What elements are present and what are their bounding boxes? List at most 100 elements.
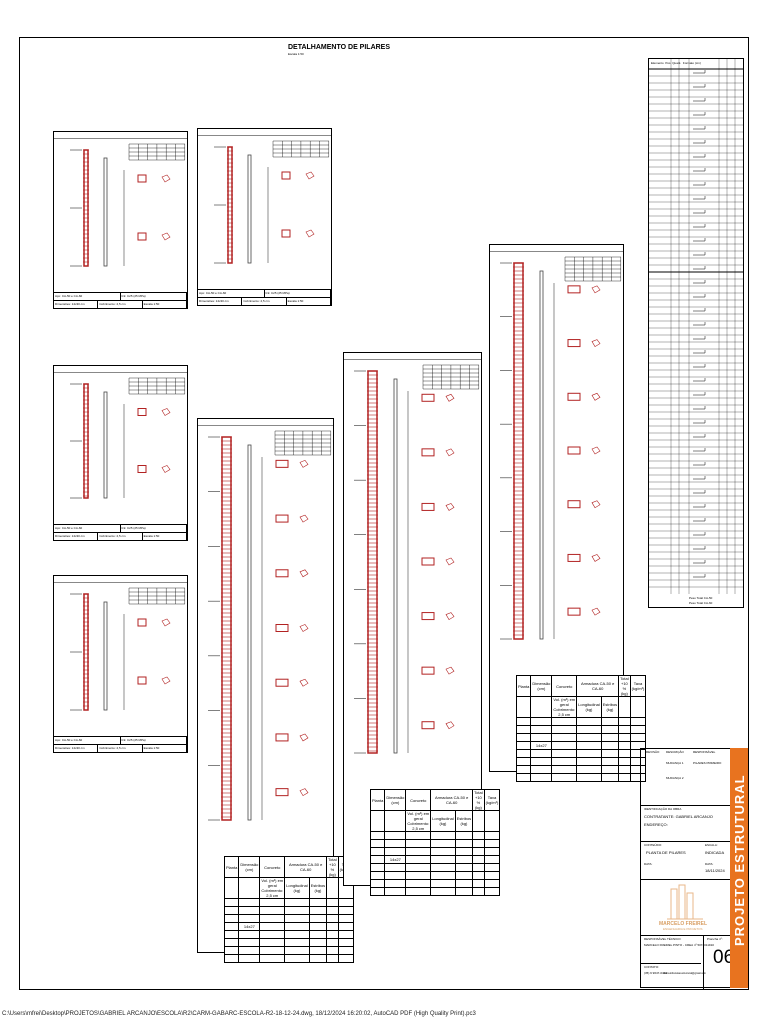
quantity-cell — [259, 954, 286, 963]
file-path-footer: C:\Users\mfrei\Desktop\PROJETOS\GABRIEL … — [2, 1011, 476, 1017]
cross-section — [275, 624, 289, 632]
quantity-subheader: Longitudinal (kg) — [576, 696, 602, 718]
column-elevation-drawing — [214, 140, 330, 264]
cross-section — [281, 229, 291, 238]
bar-shape-sketch — [693, 476, 706, 480]
quantity-cell — [483, 855, 501, 864]
quantity-cell — [618, 717, 631, 726]
cross-section — [275, 459, 289, 468]
quantity-cell — [308, 914, 328, 923]
stirrup-shape — [591, 500, 601, 509]
column-elevation-drawing — [500, 256, 622, 640]
quantity-cell — [430, 847, 456, 856]
quantity-cell — [326, 898, 339, 907]
stirrup-shape — [591, 392, 601, 401]
quantity-header: Concreto — [405, 789, 432, 811]
bar-shape-sketch — [693, 84, 706, 88]
bar-shape-sketch — [693, 392, 706, 396]
quantity-cell — [472, 879, 485, 888]
note-steel: Aço: CA-50 e CA-60 — [54, 293, 121, 300]
bar-shape-sketch — [693, 574, 706, 578]
quantity-cell — [238, 930, 261, 939]
quantity-header: Dimensão (cm) — [238, 856, 261, 878]
bar-shape-sketch — [693, 378, 706, 382]
sheet-title: DETALHAMENTO DE PILARES — [288, 44, 391, 51]
rev-header-responsible: RESPONSÁVEL — [693, 750, 716, 754]
total-ca60: Peso Total CA-60 — [689, 601, 713, 605]
quantity-cell — [337, 906, 355, 915]
quantity-cell — [600, 773, 620, 782]
quantity-cell — [238, 954, 261, 963]
quantity-subheader: Longitudinal (kg) — [284, 877, 310, 899]
quantity-header: Dimensão (cm) — [530, 675, 553, 697]
stirrup-shape — [591, 554, 601, 562]
quantity-cell — [430, 839, 456, 848]
note-steel: Aço: CA-50 e CA-60 — [54, 737, 121, 744]
stirrup-shape — [445, 666, 455, 675]
cross-section — [137, 232, 147, 241]
rev-row-3: MUDANÇA 2 — [666, 776, 684, 780]
stirrup-shape — [299, 624, 309, 632]
column-elevation-drawing — [70, 377, 186, 499]
cross-section — [275, 514, 289, 523]
quantity-cell — [515, 741, 532, 750]
bar-shape-sketch — [693, 154, 706, 158]
quantity-cell — [384, 847, 407, 856]
quantity-cell — [384, 863, 407, 872]
bar-list-table — [564, 256, 622, 282]
quantity-cell — [337, 930, 355, 939]
quantity-header: Armadura CA-50 e CA-60 — [430, 789, 474, 811]
quantity-cell — [259, 906, 286, 915]
quantity-cell — [308, 954, 328, 963]
quantity-subheader — [326, 877, 339, 899]
quantity-cell — [576, 749, 602, 758]
quantity-cell — [530, 773, 553, 782]
quantity-cell — [405, 871, 432, 880]
quantity-cell — [284, 906, 310, 915]
quantity-subheader — [629, 696, 647, 718]
logo-name: MARCELO FREIREL — [659, 921, 708, 927]
bar-shape-sketch — [693, 504, 706, 508]
cross-section — [567, 553, 581, 562]
quantity-cell — [223, 954, 240, 963]
longitudinal-bar — [103, 601, 108, 711]
bar-shape-sketch — [693, 238, 706, 242]
quantity-cell — [629, 733, 647, 742]
quantity-cell — [369, 855, 386, 864]
column-rebar — [221, 436, 232, 821]
quantity-cell — [530, 749, 553, 758]
quantity-subheader — [369, 810, 386, 832]
stirrup-shape — [591, 339, 601, 347]
bar-shape-sketch — [693, 210, 706, 214]
quantity-cell — [515, 757, 532, 766]
bar-shape-sketch — [693, 518, 706, 522]
cross-section — [275, 788, 289, 797]
stirrup-shape — [591, 607, 601, 616]
quantity-cell — [238, 938, 261, 947]
quantity-cell — [284, 946, 310, 955]
quantity-cell — [576, 717, 602, 726]
quantity-cell — [430, 855, 456, 864]
quantity-cell — [483, 879, 501, 888]
cross-section — [567, 392, 581, 401]
title-band: PROJETO ESTRUTURAL — [730, 748, 748, 988]
quantity-subheader — [515, 696, 532, 718]
quantity-cell — [576, 741, 602, 750]
quantity-cell — [308, 930, 328, 939]
quantity-cell — [600, 757, 620, 766]
drawing-sheet — [19, 37, 749, 990]
quantity-cell: 14x27 — [530, 741, 553, 750]
note-steel: Aço: CA-50 e CA-60 — [198, 290, 265, 297]
quantity-cell — [618, 749, 631, 758]
rev-header-revision: REVISÃO — [646, 750, 660, 754]
bar-list-table — [272, 140, 330, 158]
quantity-cell — [238, 906, 261, 915]
quantity-cell — [284, 930, 310, 939]
quantity-cell — [308, 906, 328, 915]
